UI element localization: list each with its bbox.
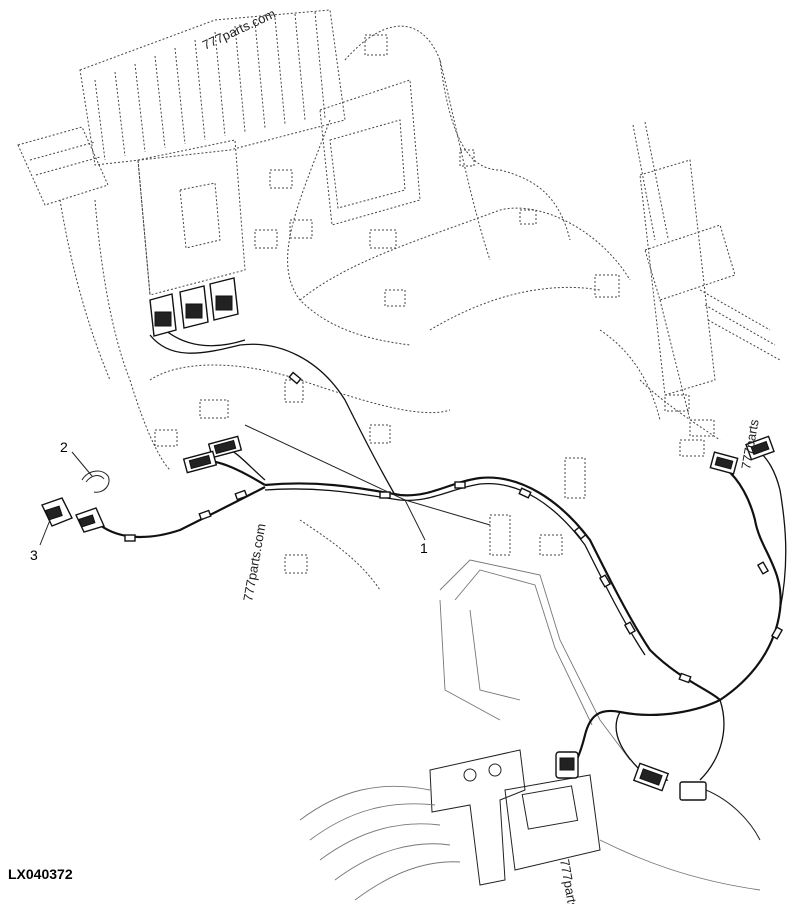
connectors-right xyxy=(709,435,775,475)
leader-line-1b xyxy=(244,424,406,501)
valve-block xyxy=(299,749,761,901)
watermark: 777parts.com xyxy=(240,522,268,602)
module-right xyxy=(319,79,421,226)
steering-column xyxy=(632,121,781,421)
relay-socket xyxy=(209,277,239,321)
wiring-harness-main xyxy=(99,329,787,782)
fuse-relay-block xyxy=(79,9,346,166)
connector-item-3 xyxy=(41,497,105,533)
harness-clips xyxy=(124,371,784,684)
leader-lines xyxy=(39,424,491,546)
relay-socket xyxy=(179,285,209,329)
leader-line-1c xyxy=(404,499,491,526)
connectors-bottom xyxy=(555,751,761,841)
controller-module xyxy=(137,139,246,296)
relay-socket xyxy=(149,293,177,337)
watermark: 777parts.com xyxy=(200,6,278,53)
retaining-clip xyxy=(81,470,110,493)
leader-line-2 xyxy=(71,451,93,477)
callout-2: 2 xyxy=(60,439,68,455)
callout-1: 1 xyxy=(420,540,428,556)
callout-3: 3 xyxy=(30,547,38,563)
watermark: 777parts xyxy=(557,858,581,904)
relay-sockets xyxy=(149,277,239,337)
leader-line-1 xyxy=(404,499,426,541)
left-connector-block xyxy=(17,126,109,206)
figure-id-label: LX040372 xyxy=(8,866,73,882)
leader-line-3 xyxy=(39,519,51,546)
background-structure xyxy=(17,9,781,901)
floor-panel xyxy=(439,559,631,761)
harness-plugs-left xyxy=(182,435,243,474)
